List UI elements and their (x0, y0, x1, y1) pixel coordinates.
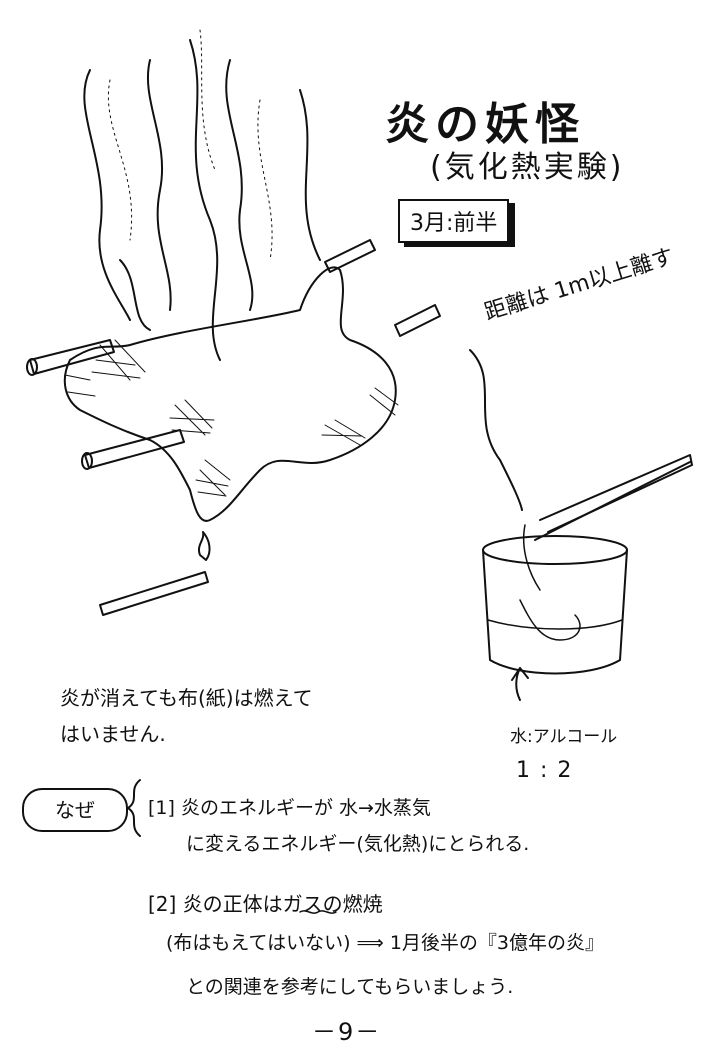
reason-2-line-3: との関連を参考にしてもらいましょう. (186, 976, 514, 998)
reason-2-line-2: (布はもえてはいない) ⟹ 1月後半の『3億年の炎』 (166, 932, 604, 954)
match-drawing (99, 531, 211, 616)
ratio-arrow (511, 667, 529, 701)
page-subtitle: (気化熱実験) (430, 150, 625, 185)
why-brace (127, 779, 141, 837)
ratio-value: 1:2 (516, 758, 582, 783)
observation-line-2: はいません. (60, 722, 166, 746)
tongs-drawing (534, 454, 693, 541)
reason-2-line-1: [2] 炎の正体はガスの燃焼 (148, 892, 383, 916)
beaker-drawing (482, 524, 628, 675)
page-number: －9－ (312, 1018, 382, 1046)
observation-line-1: 炎が消えても布(紙)は燃えて (60, 686, 313, 710)
reason-1-line-1: [1] 炎のエネルギーが 水→水蒸気 (148, 797, 431, 819)
reason-1-line-2: に変えるエネルギー(気化熱)にとられる. (186, 833, 530, 855)
month-badge: 3月:前半 (398, 199, 510, 243)
ratio-label: 水:アルコール (510, 727, 618, 747)
cloth-drawing (63, 266, 399, 522)
smoke-drawing (83, 29, 321, 361)
gas-underline (299, 910, 337, 914)
distance-arrow (469, 349, 523, 511)
page-title: 炎の妖怪 (385, 99, 585, 150)
why-label: なぜ (22, 788, 128, 832)
rods-drawing (26, 239, 441, 470)
